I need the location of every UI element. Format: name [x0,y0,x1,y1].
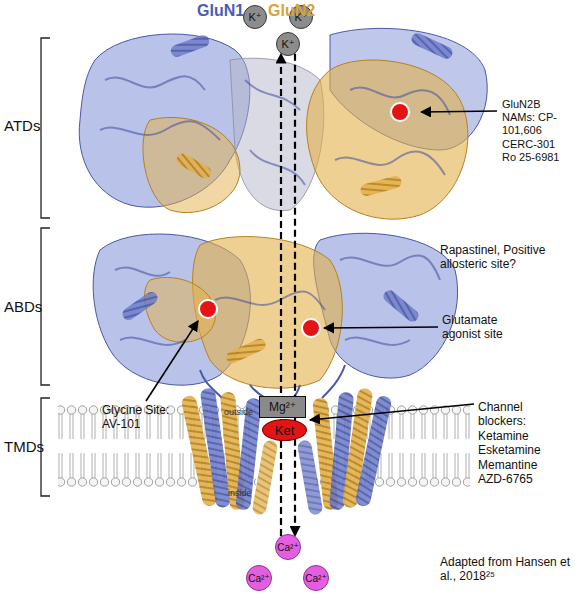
domain-bracket [41,38,50,218]
glun2-atd [143,117,240,212]
ribbon-strand [115,255,440,345]
helix [359,175,403,197]
domain-label: ATDs [4,117,44,135]
site-callout: Rapastinel, Positive allosteric site? [440,243,550,272]
membrane-side-label: outside [224,407,264,418]
leader-arrow [146,321,198,401]
binding-site-dot [391,103,409,121]
binding-site-dot [302,319,320,337]
calcium-ion: Ca²⁺ [275,534,301,560]
helix [224,337,267,366]
node-text: Ket [275,423,295,438]
ketamine-site: Ket [262,419,307,441]
site-callout: Glycine Site: AV-101 [102,403,182,432]
drug-callout: GluN2B NAMs: CP-101,606 CERC-301 Ro 25-6… [502,98,566,164]
node-text: Ca²⁺ [248,573,269,584]
subunit-label: GluN2 [268,1,328,20]
subunit-label: GluN1 [197,1,257,20]
helix [381,288,421,324]
node-text: K⁺ [281,38,294,51]
helix [355,395,393,508]
domain-bracket [41,228,50,385]
calcium-ion: Ca²⁺ [303,565,329,591]
node-text: K⁺ [248,11,261,24]
helix [252,439,279,515]
potassium-ion: K⁺ [243,5,267,29]
domain-label: ABDs [4,298,44,316]
source-note: Adapted from Hansen et al., 2018²⁵ [440,555,575,584]
site-callout: Glutamate agonist site [442,313,517,342]
binding-site-dot [199,300,217,318]
leader-arrow [421,111,497,112]
ribbon-strand [100,76,450,185]
domain-label: TMDs [4,438,44,456]
membrane-side-label: inside [228,488,268,499]
node-text: Mg²⁺ [269,400,296,414]
helix [169,34,211,59]
leader-arrow [310,404,474,420]
glun2-atd [307,60,468,219]
ion-flow-arrow [294,54,296,536]
helix [410,31,455,60]
helix [175,151,214,180]
glun2-abd [193,237,343,389]
ion-flow-arrow [280,54,282,536]
potassium-ion: K⁺ [276,32,300,56]
node-text: Ca²⁺ [305,573,326,584]
helix [120,290,160,323]
calcium-ion: Ca²⁺ [246,565,272,591]
node-text: Ca²⁺ [277,542,298,553]
leader-arrow [324,327,438,328]
drug-callout: Channel blockers: Ketamine Esketamine Me… [478,400,550,486]
linker [200,365,345,400]
magnesium-block: Mg²⁺ [259,396,306,418]
